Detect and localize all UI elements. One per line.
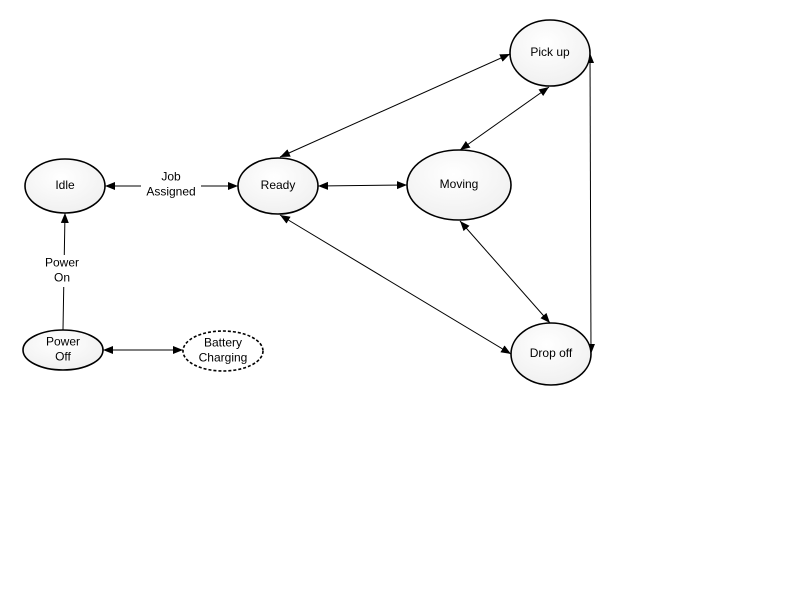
state-node-label: Drop off (530, 346, 573, 360)
edge-label-background (42, 255, 82, 287)
state-node-shape[interactable] (510, 322, 592, 386)
edge-label-text: Job (161, 170, 181, 184)
edge-label-background (141, 169, 201, 201)
state-node-shape[interactable] (24, 158, 106, 214)
state-node-shape[interactable] (237, 157, 319, 215)
edge-ready-dropoff[interactable] (279, 214, 512, 355)
state-node-label: Pick up (530, 45, 570, 59)
state-node-shape[interactable] (509, 19, 591, 87)
edge-label-text: Assigned (146, 185, 195, 199)
state-node-pickup[interactable]: Pick up (509, 19, 591, 87)
state-node-label: Power (46, 335, 80, 349)
state-node-shape[interactable] (406, 149, 512, 221)
state-node-idle[interactable]: Idle (24, 158, 106, 214)
state-node-label: Idle (55, 178, 75, 192)
edge-moving-pickup[interactable] (459, 86, 550, 151)
state-node-label: Ready (261, 178, 296, 192)
state-node-moving[interactable]: Moving (406, 149, 512, 221)
edge-label-text: On (54, 271, 70, 285)
state-node-ready[interactable]: Ready (237, 157, 319, 215)
state-node-dropoff[interactable]: Drop off (510, 322, 592, 386)
edge-ready-moving[interactable] (317, 181, 408, 190)
edge-ready-pickup[interactable] (279, 53, 511, 158)
edge-pickup-dropoff[interactable] (586, 52, 595, 355)
state-node-shape[interactable] (182, 330, 264, 372)
state-node-label: Charging (199, 351, 248, 365)
state-node-label: Moving (440, 177, 479, 191)
edges-layer (60, 52, 595, 355)
state-node-label: Off (55, 350, 71, 364)
state-node-label: Battery (204, 336, 242, 350)
state-node-shape[interactable] (22, 329, 104, 371)
edge-label-text: Power (45, 256, 79, 270)
edge-moving-dropoff[interactable] (459, 220, 551, 324)
